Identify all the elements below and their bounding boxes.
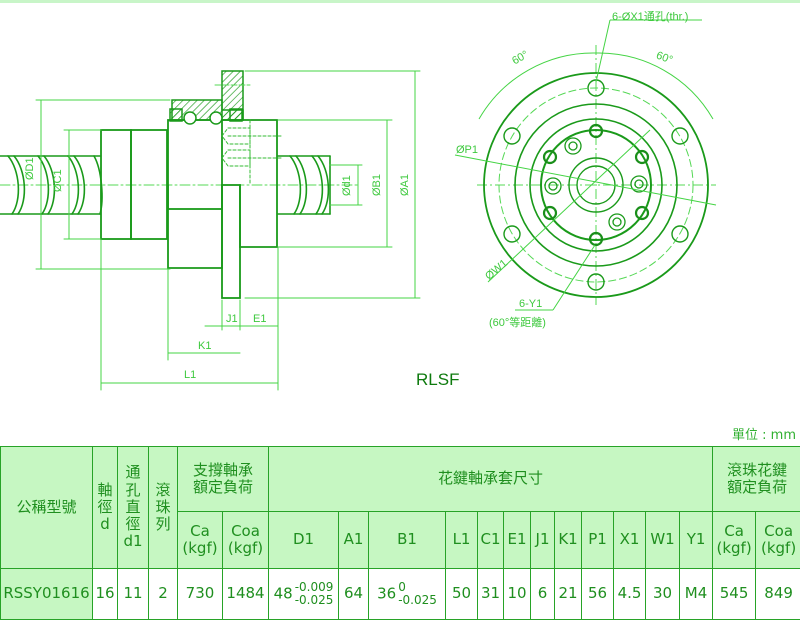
label-y1-holes: 6-Y1: [519, 298, 542, 310]
header-b1: B1: [369, 512, 446, 569]
cell-ball-rows: 2: [149, 569, 178, 620]
header-c1: C1: [478, 512, 504, 569]
label-d1-diameter: ØD1: [24, 157, 36, 180]
tap-holes: [222, 120, 282, 185]
cell-K1: 21: [555, 569, 582, 620]
label-l1: L1: [184, 369, 196, 381]
header-y1: Y1: [680, 512, 713, 569]
header-model: 公稱型號: [1, 447, 93, 569]
label-y1-note: (60°等距離): [489, 314, 546, 330]
header-p1: P1: [582, 512, 614, 569]
unit-label: 單位 : mm: [732, 424, 796, 443]
cell-A1: 64: [339, 569, 369, 620]
x1-holes-text: 6-ØX1: [612, 11, 644, 23]
header-e1: E1: [504, 512, 531, 569]
table-row: RSSY01616 16 11 2 730 1484 48-0.009-0.02…: [1, 569, 800, 620]
cell-ca-spline: 545: [713, 569, 756, 620]
cell-coa-spline: 849: [756, 569, 800, 620]
cell-P1: 56: [582, 569, 614, 620]
screw-shaft-right: [278, 156, 330, 214]
header-ca-support: Ca(kgf): [178, 512, 223, 569]
cell-E1: 10: [504, 569, 531, 620]
cell-C1: 31: [478, 569, 504, 620]
header-j1: J1: [531, 512, 555, 569]
housing-body: [168, 120, 277, 298]
label-x1-holes: 6-ØX1通孔(thr.): [612, 8, 688, 24]
header-w1: W1: [646, 512, 680, 569]
label-j1: J1: [226, 313, 238, 325]
header-coa-support: Coa(kgf): [223, 512, 269, 569]
cell-model: RSSY01616: [1, 569, 93, 620]
model-title: RLSF: [416, 370, 459, 390]
label-a1-diameter: ØA1: [399, 174, 411, 196]
cell-X1: 4.5: [614, 569, 646, 620]
x1-holes-note: 通孔(thr.): [644, 11, 689, 23]
label-b1-diameter: ØB1: [371, 174, 383, 196]
label-p1-diameter: ØP1: [456, 144, 478, 156]
label-e1: E1: [253, 313, 266, 325]
flange-section: [170, 71, 250, 124]
header-a1: A1: [339, 512, 369, 569]
technical-drawing: [0, 0, 800, 400]
header-k1: K1: [555, 512, 582, 569]
cell-D1: 48-0.009-0.025: [269, 569, 339, 620]
header-spline-load: 滾珠花鍵額定負荷: [713, 447, 800, 512]
header-d1: D1: [269, 512, 339, 569]
header-l1: L1: [446, 512, 478, 569]
header-support-bearing-load: 支撐軸承額定負荷: [178, 447, 269, 512]
cell-W1: 30: [646, 569, 680, 620]
header-x1: X1: [614, 512, 646, 569]
label-small-d1-diameter: Ød1: [341, 175, 353, 196]
cell-d1: 11: [118, 569, 149, 620]
cell-coa-support: 1484: [223, 569, 269, 620]
header-ca-spline: Ca(kgf): [713, 512, 756, 569]
cell-Y1: M4: [680, 569, 713, 620]
cell-L1: 50: [446, 569, 478, 620]
header-ball-rows: 滾珠列: [149, 447, 178, 569]
label-c1-diameter: ØC1: [52, 169, 64, 192]
cell-J1: 6: [531, 569, 555, 620]
cell-d: 16: [93, 569, 118, 620]
label-k1: K1: [198, 340, 211, 352]
header-coa-spline: Coa(kgf): [756, 512, 800, 569]
header-housing-dimensions: 花鍵軸承套尺寸: [269, 447, 713, 512]
cell-ca-support: 730: [178, 569, 223, 620]
